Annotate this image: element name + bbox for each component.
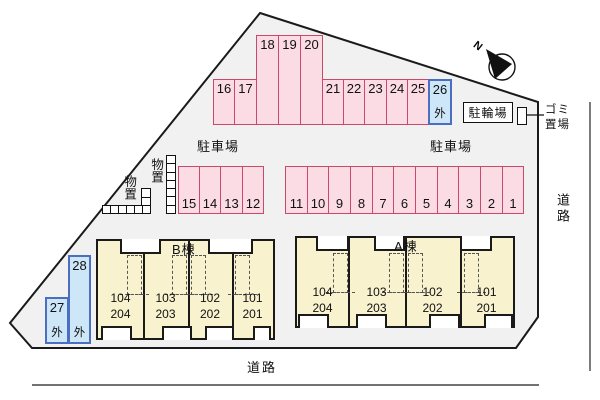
parking-space: 20: [300, 35, 323, 125]
storage-cell: [142, 206, 150, 213]
porch-notch: [205, 326, 234, 340]
parking-space-outside: 28 外: [68, 255, 91, 344]
parking-space: 14: [199, 166, 221, 214]
north-arrow-icon: N: [471, 39, 516, 81]
parking-space: 19: [278, 35, 301, 125]
unit-divider: [232, 241, 234, 338]
parking-space: 7: [372, 166, 394, 214]
svg-text:N: N: [471, 39, 485, 53]
parking-space: 8: [350, 166, 373, 214]
storage-unit-row: [102, 205, 151, 214]
outside-tag: 外: [434, 108, 446, 120]
entrance-notch: [120, 239, 161, 254]
building-b-label: B棟: [172, 242, 196, 257]
parking-space: 24: [386, 79, 408, 125]
bicycle-parking-box: 駐輪場: [463, 102, 513, 123]
stair-dashes: [184, 255, 213, 295]
outside-tag: 外: [51, 327, 63, 339]
stair-dashes: [382, 253, 411, 293]
stair-dashes: [228, 255, 257, 295]
unit-divider: [188, 241, 190, 338]
storage-cell: [167, 163, 175, 171]
unit-divider: [460, 238, 462, 326]
garbage-box: [517, 107, 527, 125]
entrance-notch: [208, 239, 253, 254]
outside-tag: 外: [73, 327, 86, 339]
parking-space: 23: [364, 79, 387, 125]
parking-space: 22: [343, 79, 365, 125]
parking-space: 9: [328, 166, 351, 214]
garbage-area-label: ゴミ 置場: [545, 104, 570, 131]
entrance-notch: [374, 236, 405, 251]
parking-space: 6: [393, 166, 416, 214]
parking-space: 17: [234, 79, 257, 125]
storage-cell: [142, 196, 150, 206]
parking-area-label: 駐車場: [430, 139, 473, 154]
parking-space-outside: 27 外: [45, 297, 69, 344]
storage-cell: [167, 179, 175, 188]
building-a-label: A棟: [394, 239, 418, 254]
porch-notch: [253, 326, 271, 340]
unit-divider: [348, 238, 350, 326]
parking-space: 1: [502, 166, 524, 214]
unit-divider: [143, 241, 145, 338]
parking-area-label: 駐車場: [197, 139, 240, 154]
storage-label: 物置: [149, 158, 164, 183]
storage-cell: [167, 156, 175, 163]
porch-notch: [101, 326, 132, 340]
porch-notch: [162, 326, 192, 340]
storage-unit-corner: [141, 188, 151, 206]
storage-label: 物置: [122, 175, 137, 200]
unit-divider: [405, 238, 407, 326]
parking-space: 2: [480, 166, 503, 214]
parking-space-outside: 26 外: [428, 79, 452, 125]
porch-notch: [298, 314, 329, 328]
porch-notch: [429, 314, 460, 328]
parking-space: 13: [220, 166, 243, 214]
parking-space: 3: [458, 166, 481, 214]
stair-dashes: [326, 253, 355, 293]
parking-space: 16: [213, 79, 235, 125]
storage-cell: [142, 189, 150, 197]
parking-space: 12: [242, 166, 264, 214]
storage-cell: [167, 188, 175, 196]
road-label-right: 道路: [555, 193, 570, 225]
storage-cell: [167, 204, 175, 213]
road-label-bottom: 道路: [247, 360, 278, 375]
parking-space: 4: [437, 166, 459, 214]
storage-cell: [167, 196, 175, 204]
storage-unit-column: [166, 155, 176, 214]
stair-dashes: [401, 253, 430, 293]
storage-cell: [167, 171, 175, 180]
stair-dashes: [165, 255, 194, 295]
storage-cell: [103, 206, 110, 213]
parking-space: 15: [178, 166, 200, 214]
storage-cell: [110, 206, 118, 213]
entrance-notch: [460, 236, 492, 251]
parking-space: 21: [322, 79, 344, 125]
parking-space: 5: [415, 166, 438, 214]
parking-space: 11: [285, 166, 308, 214]
entrance-notch: [316, 236, 349, 251]
porch-notch: [356, 314, 387, 328]
stair-dashes: [457, 253, 486, 293]
stair-dashes: [120, 255, 149, 295]
storage-cell: [134, 206, 142, 213]
storage-cell: [118, 206, 126, 213]
parking-space: 25: [407, 79, 429, 125]
parking-space: 18: [256, 35, 279, 125]
parking-space: 10: [307, 166, 329, 214]
storage-cell: [126, 206, 134, 213]
porch-notch: [484, 314, 513, 328]
